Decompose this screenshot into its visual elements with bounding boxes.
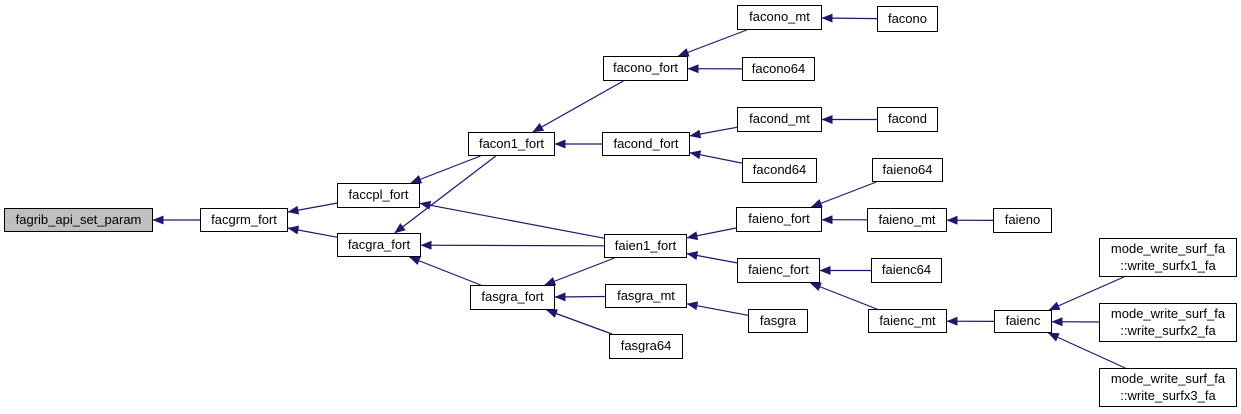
- node-facono[interactable]: facono: [877, 6, 938, 32]
- node-fagrib_api_set_param: fagrib_api_set_param: [4, 208, 153, 232]
- node-faien1_fort[interactable]: faien1_fort: [604, 234, 687, 258]
- node-write_surfx2_fa[interactable]: mode_write_surf_fa ::write_surfx2_fa: [1099, 303, 1237, 342]
- edge-faienc_fort-to-faien1_fort: [686, 251, 738, 264]
- edge-facono_mt-to-facono_fort: [677, 29, 747, 57]
- node-fasgra_fort[interactable]: fasgra_fort: [470, 285, 555, 310]
- edge-fasgra64-to-fasgra_fort: [546, 309, 613, 335]
- edge-faieno_fort-to-faien1_fort: [686, 227, 737, 241]
- edge-facgra_fort-to-facgrm_fort: [287, 225, 338, 238]
- node-faienc_fort[interactable]: faienc_fort: [737, 258, 820, 283]
- edge-faien1_fort-to-fasgra_fort: [544, 257, 615, 286]
- node-fasgra_mt[interactable]: fasgra_mt: [605, 284, 687, 308]
- node-facgra_fort[interactable]: facgra_fort: [337, 233, 421, 257]
- node-faienc64[interactable]: faienc64: [871, 258, 942, 283]
- node-facgrm_fort[interactable]: facgrm_fort: [200, 208, 288, 232]
- node-faienc_mt[interactable]: faienc_mt: [868, 309, 947, 333]
- node-facono_mt[interactable]: facono_mt: [737, 5, 822, 30]
- node-facono_fort[interactable]: facono_fort: [603, 56, 688, 81]
- node-fasgra64[interactable]: fasgra64: [609, 334, 683, 359]
- edge-fasgra-to-fasgra_mt: [686, 301, 749, 316]
- edge-faienc_mt-to-faienc_fort: [809, 282, 878, 310]
- node-faieno64[interactable]: faieno64: [872, 158, 943, 182]
- node-write_surfx3_fa[interactable]: mode_write_surf_fa ::write_surfx3_fa: [1099, 368, 1237, 407]
- node-faieno[interactable]: faieno: [993, 208, 1052, 233]
- node-facono64[interactable]: facono64: [742, 57, 815, 81]
- node-facond_fort[interactable]: facond_fort: [602, 132, 690, 156]
- edge-facond64-to-facond_fort: [689, 150, 743, 164]
- node-faccpl_fort[interactable]: faccpl_fort: [337, 183, 420, 208]
- edge-fasgra_fort-to-facgra_fort: [409, 256, 481, 286]
- edge-faien1_fort-to-facgra_fort: [420, 240, 605, 250]
- edge-fasgra_mt-to-fasgra_fort: [554, 292, 606, 302]
- node-faienc[interactable]: faienc: [994, 310, 1052, 333]
- node-faieno_mt[interactable]: faieno_mt: [867, 208, 947, 232]
- edge-facono-to-facono_mt: [821, 13, 878, 23]
- node-facond_mt[interactable]: facond_mt: [737, 107, 822, 132]
- edge-faieno64-to-faieno_fort: [810, 181, 877, 208]
- node-facond[interactable]: facond: [877, 107, 938, 132]
- node-faieno_fort[interactable]: faieno_fort: [736, 207, 822, 232]
- edge-facono_fort-to-facon1_fort: [532, 80, 624, 133]
- node-facond64[interactable]: facond64: [742, 158, 817, 183]
- edge-faien1_fort-to-faccpl_fort: [419, 200, 605, 239]
- node-facon1_fort[interactable]: facon1_fort: [468, 132, 555, 156]
- node-fasgra[interactable]: fasgra: [748, 309, 808, 333]
- edge-facon1_fort-to-faccpl_fort: [410, 155, 481, 184]
- edge-facond_mt-to-facond_fort: [689, 126, 738, 139]
- node-write_surfx1_fa[interactable]: mode_write_surf_fa ::write_surfx1_fa: [1099, 238, 1237, 277]
- edge-faccpl_fort-to-facgrm_fort: [287, 202, 338, 215]
